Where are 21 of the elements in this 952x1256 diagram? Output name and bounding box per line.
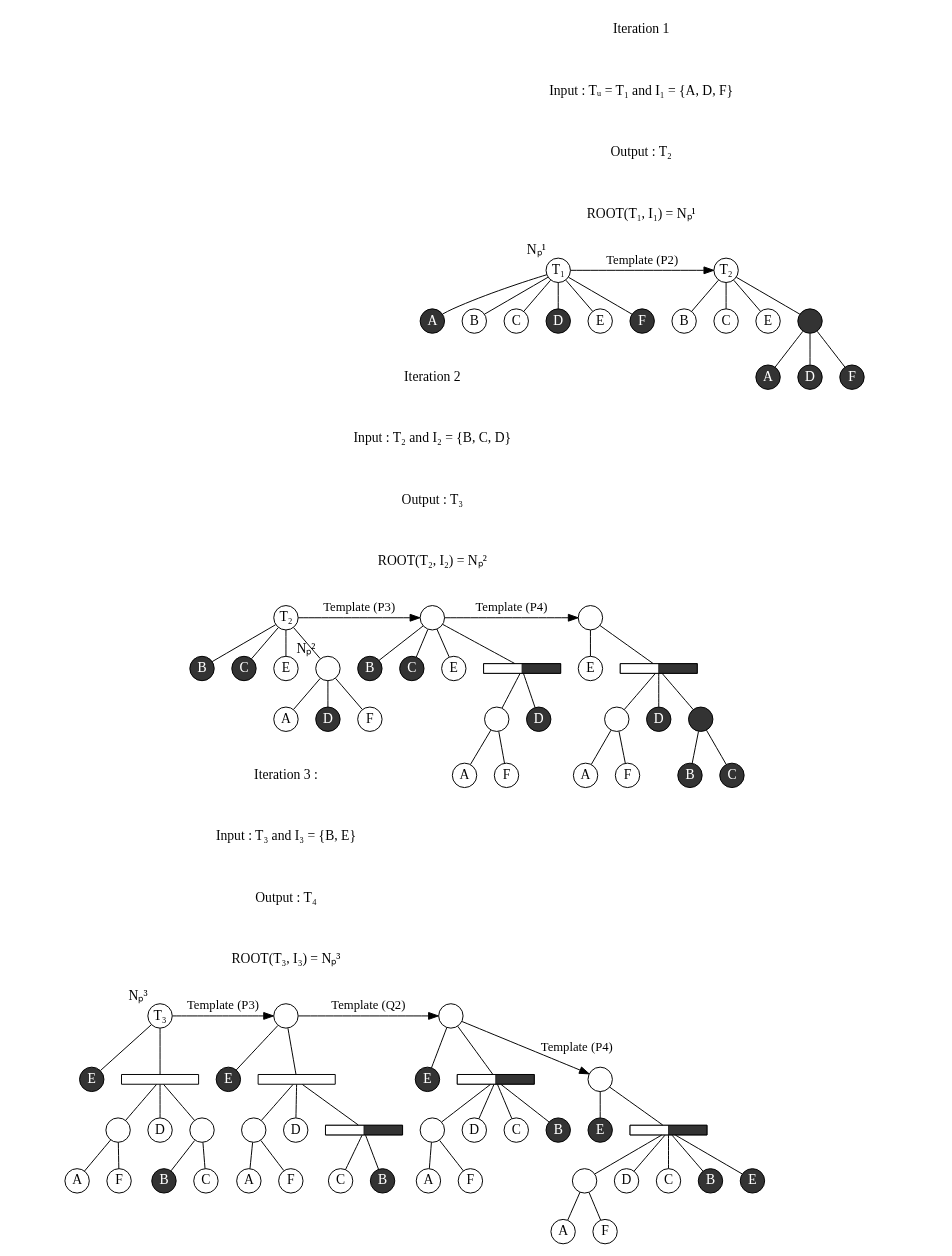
label: Output : T₂ [609,144,672,160]
edge-label: Template (Q2) [330,998,405,1013]
label: Input : T₂ and I₂ = {B, C, D} [353,430,511,446]
edge-label: Template (P4) [474,600,547,615]
label: ROOT(T₂, I₂) = Nₚ² [377,553,487,569]
edge-label: Template (P4) [540,1039,613,1054]
label: Input : Tᵤ = T₁ and I₁ = {A, D, F} [548,82,733,98]
edge-label: Template (P3) [322,600,395,615]
node-label: Nₚ² [295,640,315,656]
label: ROOT(T₃, I₃) = Nₚ³ [230,951,340,967]
label: Input : T₃ and I₃ = {B, E} [215,828,356,844]
edge-label: Template (P3) [186,998,259,1013]
label: Iteration 1 [612,21,669,37]
node-label: Nₚ¹ [526,242,546,258]
node-label: Nₚ³ [128,988,148,1004]
label: Output : T₄ [254,889,317,905]
label: Iteration 2 [403,368,461,384]
label: Iteration 3 : [253,766,318,782]
label: ROOT(T₁, I₁) = Nₚ¹ [586,205,696,221]
label: Output : T₃ [401,491,463,507]
edge-label: Template (P2) [605,252,678,267]
